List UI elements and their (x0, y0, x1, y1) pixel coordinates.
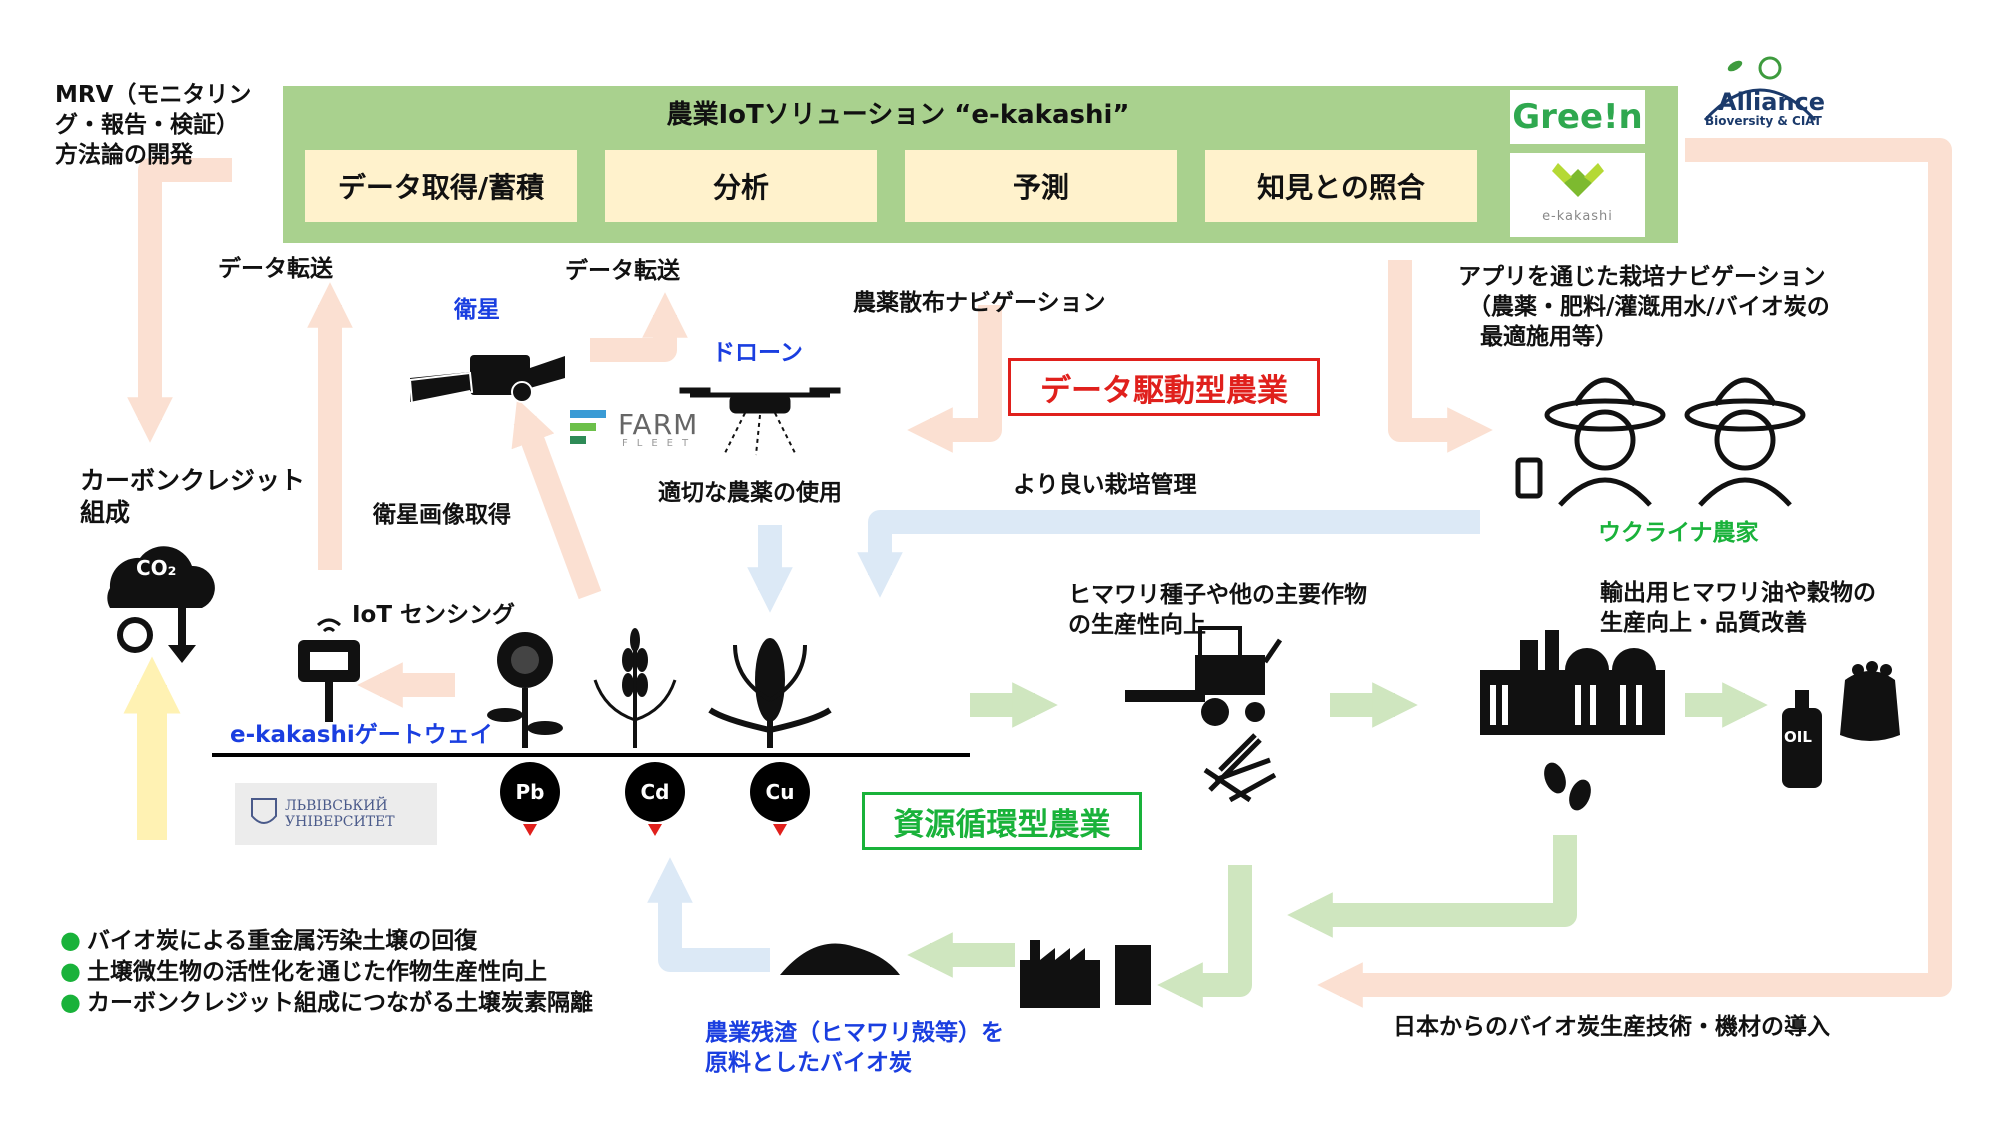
residue-line-1: 農業残渣（ヒマワリ殻等）を (705, 1020, 1004, 1046)
iot-sensing-label: IoT センシング (352, 602, 516, 628)
app-nav-line-3: 最適施用等） (1480, 324, 1618, 350)
arrow-mrv-down (127, 158, 232, 443)
productivity-line-2: の生産性向上 (1068, 612, 1206, 638)
arrow-residue-to-kiln (1157, 865, 1252, 1008)
gateway-device-icon (298, 618, 360, 722)
satellite-icon (408, 355, 565, 406)
tag-data-driven: データ駆動型農業 (1008, 358, 1320, 416)
arrow-pesticide-nav (907, 305, 1002, 453)
gateway-label: e-kakashiゲートウェイ (230, 722, 493, 748)
arrow-japan-loop (1317, 138, 1952, 1008)
japan-tech-label: 日本からのバイオ炭生産技術・機材の導入 (1393, 1014, 1830, 1040)
farmers-icon (1515, 377, 1806, 507)
mrv-line-1: MRV（モニタリン (55, 82, 252, 108)
green-logo: Gree!n (1510, 90, 1645, 144)
ukraine-farmer-label: ウクライナ農家 (1598, 520, 1759, 546)
farmfleet-logo: FARM FLEET (570, 408, 730, 449)
bullet-item-1: ●バイオ炭による重金属汚染土壌の回復 (60, 925, 477, 957)
university-line-1: ЛЬВІВСЬКИЙ (285, 798, 388, 814)
factory-icon (1480, 630, 1665, 735)
arrow-satellite-up (590, 292, 688, 362)
sunflower-icon (487, 632, 563, 748)
platform-title: 農業IoTソリューション “e-kakashi” (666, 100, 1130, 130)
co2-label: CO₂ (136, 556, 177, 580)
satellite-label: 衛星 (454, 297, 500, 323)
co2-cloud-icon (107, 546, 215, 663)
university-logo: ЛЬВІВСЬКИЙ УНІВЕРСИТЕТ (235, 783, 437, 845)
wheat-icon (593, 628, 677, 748)
drone-icon (679, 387, 841, 456)
pesticide-nav-label: 農薬散布ナビゲーション (853, 290, 1106, 316)
metal-down-arrows (523, 824, 787, 836)
export-line-2: 生産向上・品質改善 (1600, 610, 1807, 636)
seeds-icon (1544, 762, 1591, 811)
carbon-credit-line-2: 組成 (80, 498, 131, 527)
category-knowledge: 知見との照合 (1205, 150, 1477, 222)
bullet-text-3: カーボンクレジット組成につながる土壌炭素隔離 (86, 990, 593, 1016)
alliance-leaf-icon (1727, 56, 1782, 80)
tag-circular: 資源循環型農業 (862, 792, 1142, 850)
bullet-dot-icon: ● (60, 988, 81, 1016)
arrow-app-nav (1388, 260, 1493, 453)
university-crest-icon (251, 798, 277, 824)
satellite-image-label: 衛星画像取得 (373, 502, 511, 528)
proper-pesticide-label: 適切な農薬の使用 (658, 480, 842, 506)
metal-pb: Pb (500, 762, 560, 822)
grain-sack-icon (1840, 661, 1900, 741)
category-analysis: 分析 (605, 150, 877, 222)
alliance-logo-name: Alliance (1718, 88, 1826, 116)
oil-bottle-icon (1782, 690, 1822, 788)
arrow-biochar-to-soil (647, 857, 770, 972)
ekakashi-logo-text: e-kakashi (1542, 209, 1613, 224)
arrow-factory-down (1287, 835, 1577, 938)
green-logo-text: Gree!n (1512, 97, 1643, 137)
kiln-icon (1020, 940, 1151, 1008)
bullet-item-3: ●カーボンクレジット組成につながる土壌炭素隔離 (60, 987, 593, 1019)
mrv-line-2: グ・報告・検証） (55, 112, 239, 138)
bullet-dot-icon: ● (60, 926, 81, 954)
farmfleet-sub: FLEET (622, 438, 698, 449)
farmfleet-logo-icon (570, 410, 606, 444)
data-transfer-label-2: データ転送 (565, 258, 680, 284)
bullet-text-1: バイオ炭による重金属汚染土壌の回復 (86, 928, 478, 954)
corn-icon (708, 638, 832, 748)
alliance-arc (1703, 88, 1817, 122)
residue-line-2: 原料としたバイオ炭 (705, 1050, 912, 1076)
productivity-line-1: ヒマワリ種子や他の主要作物 (1068, 582, 1367, 608)
farmfleet-main: FARM (618, 408, 699, 441)
mrv-line-3: 方法論の開発 (55, 142, 193, 168)
metal-cu: Cu (750, 762, 810, 822)
metal-cd: Cd (625, 762, 685, 822)
category-data-acquisition: データ取得/蓄積 (305, 150, 577, 222)
alliance-logo-sub: Bioversity & CIAT (1705, 114, 1822, 128)
university-line-2: УНІВЕРСИТЕТ (285, 814, 395, 830)
arrow-crops-to-satellite (511, 398, 602, 600)
bullet-dot-icon: ● (60, 957, 81, 985)
drone-label: ドローン (712, 340, 803, 366)
app-nav-line-1: アプリを通じた栽培ナビゲーション (1458, 264, 1826, 290)
export-line-1: 輸出用ヒマワリ油や穀物の (1600, 580, 1876, 606)
wheat-bundle-icon (1203, 733, 1277, 803)
bullet-text-2: 土壌微生物の活性化を通じた作物生産性向上 (86, 959, 547, 985)
carbon-credit-line-1: カーボンクレジット (80, 466, 306, 495)
bullet-item-2: ●土壌微生物の活性化を通じた作物生産性向上 (60, 956, 547, 988)
harvester-icon (1125, 626, 1283, 726)
data-transfer-label-1: データ転送 (218, 256, 333, 282)
app-nav-line-2: （農薬・肥料/灌漑用水/バイオ炭の (1468, 294, 1830, 320)
ekakashi-logo: e-kakashi (1510, 153, 1645, 237)
better-management-label: より良い栽培管理 (1013, 472, 1197, 498)
arrow-better-management (857, 510, 1480, 598)
oil-label: OIL (1784, 728, 1812, 746)
ekakashi-logo-icon (1551, 163, 1604, 197)
category-prediction: 予測 (905, 150, 1177, 222)
biochar-pile-icon (780, 943, 900, 975)
